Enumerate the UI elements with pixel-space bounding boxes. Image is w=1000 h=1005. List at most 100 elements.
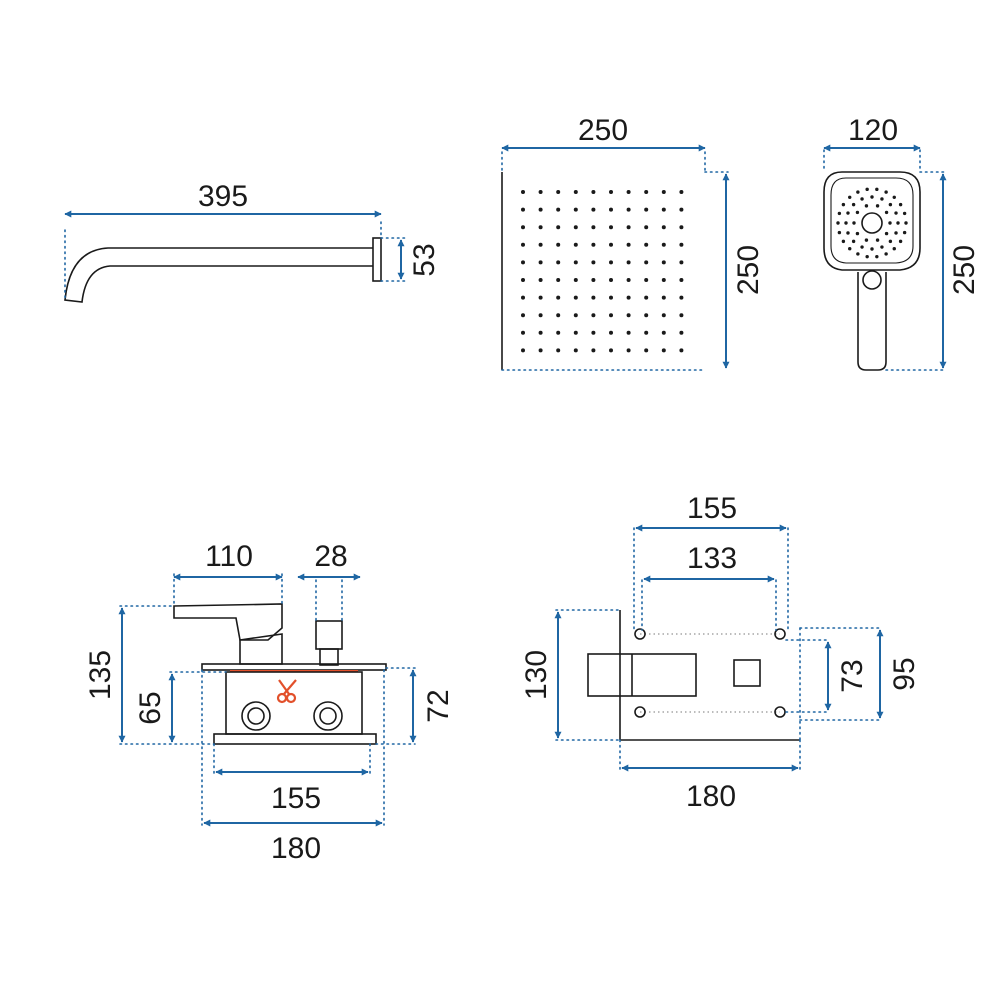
rain-head-nozzle — [591, 313, 596, 318]
rain-head-nozzle — [591, 242, 596, 247]
hand-shower-nozzle — [846, 211, 850, 215]
rain-head-nozzle — [573, 260, 578, 265]
front-inner-width-label: 133 — [687, 542, 737, 575]
rain-head-nozzle — [538, 278, 543, 282]
rain-head-nozzle — [609, 278, 613, 282]
rain-head-nozzle — [644, 242, 649, 247]
hand-shower-nozzle — [875, 254, 879, 259]
rain-head-nozzle — [609, 348, 613, 353]
hand-shower-nozzle — [898, 202, 903, 207]
mixer-box-base — [213, 733, 377, 745]
rain-head-nozzle — [626, 260, 631, 265]
mixer-box-height-label: 65 — [134, 691, 167, 724]
hand-shower-nozzle — [870, 247, 874, 251]
rain-head-nozzle — [538, 313, 543, 318]
spout-height-label: 53 — [408, 243, 441, 276]
hand-shower-nozzle — [884, 190, 888, 194]
hand-shower-nozzle — [855, 210, 860, 215]
hand-shower-nozzle — [902, 211, 907, 216]
hand-shower-nozzle — [875, 187, 879, 192]
rain-head-nozzle — [679, 260, 684, 265]
mixer-inlet-right-inner — [319, 707, 337, 725]
hand-shower-nozzle — [888, 202, 893, 207]
hand-shower-nozzle — [860, 245, 864, 249]
hand-shower-nozzle — [875, 204, 880, 208]
hand-shower-nozzle — [848, 195, 852, 200]
rain-head-nozzle — [538, 330, 543, 335]
front-lever-handle — [587, 653, 697, 697]
rain-head-nozzle — [644, 330, 649, 335]
rain-head-nozzle — [591, 330, 596, 335]
rain-head-nozzle — [538, 260, 543, 265]
hand-shower-nozzle — [892, 246, 896, 251]
rain-head-nozzle — [556, 242, 561, 247]
rain-head-nozzle — [609, 295, 613, 300]
rain-head-nozzle — [661, 348, 666, 353]
rain-head-nozzle — [644, 190, 649, 194]
hand-shower-nozzle — [837, 211, 842, 216]
rain-head-nozzle — [591, 348, 596, 353]
rain-head-nozzle — [538, 190, 543, 194]
mixer-lever-outline — [173, 603, 283, 641]
hand-shower-nozzle — [880, 245, 884, 249]
rain-head-nozzle — [538, 207, 543, 212]
rain-head-nozzle — [538, 295, 543, 300]
mixer-diverter-stem — [319, 648, 339, 666]
rain-head-nozzle — [609, 260, 613, 265]
rain-head-nozzle — [626, 190, 631, 194]
hand-shower-width-label: 120 — [848, 114, 898, 147]
rain-head-nozzle — [538, 348, 543, 353]
mixer-inlet-left-outer — [241, 701, 271, 731]
rain-head-nozzle — [556, 313, 561, 318]
hand-shower-drawing: 120 250 — [823, 114, 981, 371]
rain-head-nozzle — [556, 207, 561, 212]
rain-head-nozzle — [679, 330, 684, 335]
hand-shower-inner-outline — [830, 177, 914, 264]
rain-head-nozzle — [556, 330, 561, 335]
rain-head-nozzle — [573, 295, 578, 300]
mixer-plate-width-label: 180 — [271, 832, 321, 865]
hand-shower-nozzle — [864, 238, 869, 242]
rain-head-nozzle — [556, 225, 561, 230]
spout-length-label: 395 — [198, 180, 248, 213]
rain-head-nozzle — [609, 330, 613, 335]
rain-head-nozzle — [521, 190, 525, 194]
hand-shower-nozzle — [848, 246, 852, 251]
rain-head-nozzle — [609, 190, 613, 194]
rain-head-nozzle — [591, 207, 596, 212]
hand-shower-mode-button — [862, 270, 882, 290]
rain-head-nozzle — [591, 278, 596, 282]
rain-head-nozzle — [573, 330, 578, 335]
rain-head-nozzle — [521, 260, 525, 265]
hand-shower-nozzle — [864, 204, 869, 208]
hand-shower-handle-outline — [857, 272, 887, 371]
mixer-inlet-right-outer — [313, 701, 343, 731]
rain-head-nozzle — [626, 348, 631, 353]
mixer-lever-length-label: 110 — [205, 540, 253, 573]
hand-shower-nozzle — [836, 221, 840, 225]
hand-shower-nozzle — [851, 202, 856, 207]
rain-head-nozzle — [644, 260, 649, 265]
rain-head-nozzle — [644, 225, 649, 230]
rain-head-nozzle — [679, 190, 684, 194]
hand-shower-center-nozzle — [861, 212, 883, 234]
rain-head-nozzle — [626, 330, 631, 335]
rain-head-nozzle — [679, 348, 684, 353]
rain-head-nozzle — [626, 242, 631, 247]
mixer-wall-plate — [201, 663, 387, 671]
rain-head-nozzle — [626, 278, 631, 282]
rain-head-nozzle-grid — [521, 190, 684, 353]
hand-shower-nozzle — [884, 231, 889, 236]
rain-head-nozzle — [661, 278, 666, 282]
rain-head-nozzle — [591, 260, 596, 265]
rain-head-nozzle — [556, 295, 561, 300]
front-screw-bottom-right — [774, 706, 786, 718]
hand-shower-nozzle — [875, 238, 880, 242]
hand-shower-nozzle — [888, 221, 892, 225]
mixer-lever-body — [239, 633, 283, 665]
rain-head-nozzle — [573, 313, 578, 318]
rain-head-nozzle — [521, 242, 525, 247]
rain-head-nozzle — [626, 225, 631, 230]
rain-head-nozzle — [644, 278, 649, 282]
